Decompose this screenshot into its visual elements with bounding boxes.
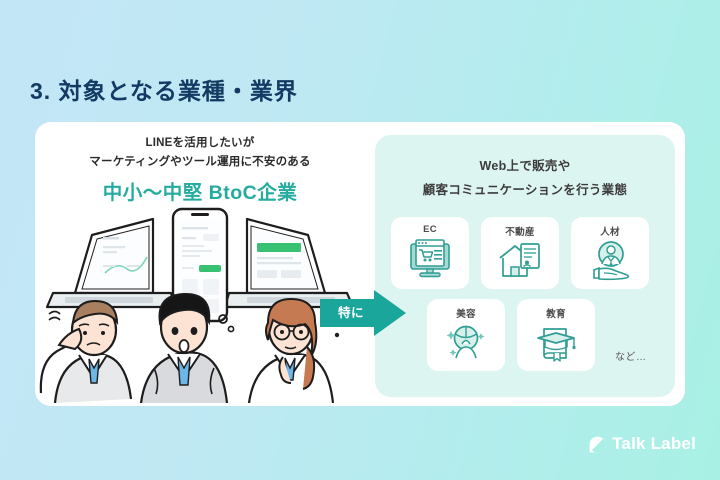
right-panel-heading: Web上で販売や 顧客コミュニケーションを行う業態 xyxy=(375,135,675,203)
industry-tile-ec[interactable]: EC xyxy=(391,217,469,289)
left-heading-highlight: 中小〜中堅 BtoC企業 xyxy=(102,181,298,204)
right-heading-line-1: Web上で販売や xyxy=(479,159,571,173)
right-heading-line-2: 顧客コミュニケーションを行う業態 xyxy=(422,182,628,197)
right-panel: Web上で販売や 顧客コミュニケーションを行う業態 EC xyxy=(375,135,675,397)
graduation-cap-book-icon xyxy=(537,328,576,362)
industry-tile-label: 人材 xyxy=(600,227,620,238)
worried-team-illustration xyxy=(39,207,355,403)
arrow-right-icon xyxy=(320,290,406,336)
brand-logo: Talk Label xyxy=(589,434,696,454)
industry-tile-label: EC xyxy=(423,224,437,235)
industry-row-2: 美容 教育 xyxy=(391,299,659,371)
left-panel: LINEを活用したいが マーケティングやツール運用に不安のある 中小〜中堅 Bt… xyxy=(35,122,365,406)
etcetera-label: など… xyxy=(615,352,647,363)
industry-tile-grid: EC 不動産 xyxy=(391,217,659,371)
person-on-hand-icon xyxy=(593,241,630,281)
brand-logo-text: Talk Label xyxy=(612,434,696,453)
industry-tile-education[interactable]: 教育 xyxy=(517,299,595,371)
left-panel-heading: LINEを活用したいが マーケティングやツール運用に不安のある 中小〜中堅 Bt… xyxy=(35,122,365,205)
industry-tile-label: 不動産 xyxy=(505,227,535,238)
monitor-shopping-cart-icon xyxy=(410,239,450,278)
industry-tile-hr[interactable]: 人材 xyxy=(571,217,649,289)
house-document-icon xyxy=(499,243,540,277)
emphasis-arrow: 特に xyxy=(318,288,410,338)
industry-tile-beauty[interactable]: 美容 xyxy=(427,299,505,371)
industry-tile-real-estate[interactable]: 不動産 xyxy=(481,217,559,289)
industry-tile-label: 美容 xyxy=(456,309,476,320)
beauty-face-sparkle-icon xyxy=(446,325,485,359)
industry-tile-label: 教育 xyxy=(546,309,566,320)
left-heading-line-1: LINEを活用したいが xyxy=(145,137,255,149)
content-card: LINEを活用したいが マーケティングやツール運用に不安のある 中小〜中堅 Bt… xyxy=(35,122,685,406)
speech-bubble-icon xyxy=(589,436,606,452)
industry-row-1: EC 不動産 xyxy=(391,217,659,289)
left-heading-line-2: マーケティングやツール運用に不安のある xyxy=(89,155,311,168)
page-title: 3. 対象となる業種・業界 xyxy=(30,78,298,104)
arrow-label: 特に xyxy=(337,306,364,320)
